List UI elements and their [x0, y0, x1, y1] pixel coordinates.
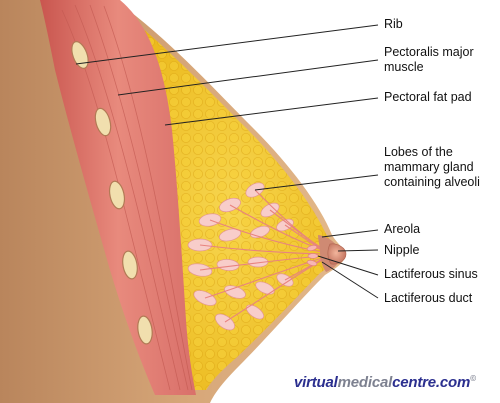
label-fat-pad: Pectoral fat pad [384, 90, 472, 105]
label-pectoralis: Pectoralis major muscle [384, 45, 474, 75]
label-areola: Areola [384, 222, 420, 237]
label-nipple-text: Nipple [384, 243, 420, 257]
site-credit: virtualmedicalcentre.com© [294, 374, 476, 391]
label-fat-pad-text: Pectoral fat pad [384, 90, 472, 104]
label-lobes-line3: containing alveoli [384, 175, 480, 189]
label-pectoralis-line1: Pectoralis major [384, 45, 474, 59]
nipple [327, 243, 347, 265]
label-duct: Lactiferous duct [384, 291, 472, 306]
label-duct-text: Lactiferous duct [384, 291, 473, 305]
label-pointers [75, 24, 379, 299]
ribs [71, 41, 153, 345]
lactiferous-sinus [306, 245, 319, 266]
label-sinus-text: Lactiferous sinus [384, 267, 478, 281]
label-pectoralis-line2: muscle [384, 60, 424, 74]
label-lobes-line1: Lobes of the [384, 145, 453, 159]
label-nipple: Nipple [384, 243, 419, 258]
label-rib-text: Rib [384, 17, 403, 31]
credit-part1: virtual [294, 374, 338, 391]
credit-part3: centre.com [392, 374, 471, 391]
credit-part2: medical [337, 374, 393, 391]
label-lobes: Lobes of the mammary gland containing al… [384, 145, 480, 190]
label-sinus: Lactiferous sinus [384, 267, 478, 282]
label-lobes-line2: mammary gland [384, 160, 474, 174]
label-areola-text: Areola [384, 222, 421, 236]
label-rib: Rib [384, 17, 403, 32]
credit-copyright-mark: © [470, 374, 476, 383]
